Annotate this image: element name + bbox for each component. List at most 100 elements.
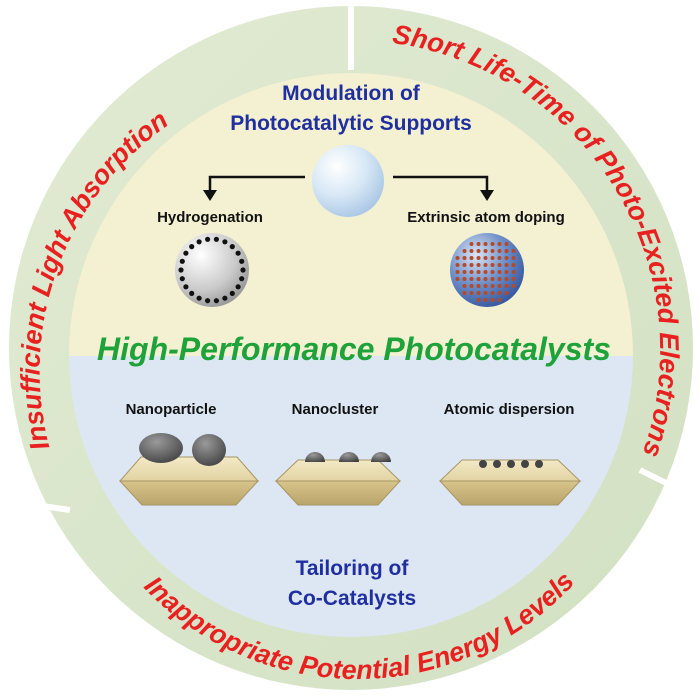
dopant-dot xyxy=(511,270,516,274)
arrow-right-head xyxy=(480,190,494,201)
dopant-dot xyxy=(490,298,495,302)
defect-dot xyxy=(229,290,235,296)
dopant-dot xyxy=(497,284,502,288)
dopant-dot xyxy=(511,284,516,288)
defect-dot xyxy=(239,258,245,264)
dopant-dot xyxy=(462,256,467,260)
dopant-dot xyxy=(504,256,509,260)
dopant-dot xyxy=(469,291,474,295)
supports-title-line2: Photocatalytic Supports xyxy=(230,112,472,135)
nanocluster-2 xyxy=(339,452,359,462)
dopant-dot xyxy=(476,277,481,281)
defect-dot xyxy=(189,244,195,250)
dopant-dot xyxy=(483,249,488,253)
center-title: High-Performance Photocatalysts xyxy=(97,331,611,367)
dopant-dot xyxy=(476,270,481,274)
doping-label: Extrinsic atom doping xyxy=(407,209,565,226)
dopant-dot xyxy=(504,277,509,281)
dopant-dot xyxy=(511,256,516,260)
support-slab-atomic xyxy=(438,459,582,506)
dopant-dot xyxy=(469,284,474,288)
dopant-dot xyxy=(469,277,474,281)
dopant-dot xyxy=(483,256,488,260)
dopant-dot xyxy=(476,249,481,253)
dopant-dot xyxy=(462,277,467,281)
dopant-dot xyxy=(504,249,509,253)
arrow-right xyxy=(393,175,489,192)
defect-dot xyxy=(179,276,185,282)
dopant-dot xyxy=(476,284,481,288)
support-slab-nanocluster xyxy=(274,452,402,506)
dopant-dot xyxy=(462,249,467,253)
dopant-dot xyxy=(504,270,509,274)
dopant-dot xyxy=(483,242,488,246)
defect-dot xyxy=(213,298,219,304)
ring-divider-left xyxy=(0,497,71,513)
nanocluster-1 xyxy=(305,452,325,462)
surface-defect-dots xyxy=(178,236,246,304)
dopant-dot xyxy=(476,256,481,260)
nanocluster-label: Nanocluster xyxy=(292,401,379,418)
defect-dot xyxy=(240,267,246,273)
arrow-left-head xyxy=(203,190,217,201)
nanocluster-3 xyxy=(371,452,391,462)
dopant-dot xyxy=(490,249,495,253)
defect-dot xyxy=(178,267,184,273)
dopant-dot xyxy=(455,263,460,267)
defect-dot xyxy=(179,258,185,264)
defect-dot xyxy=(196,295,202,301)
dopant-dot xyxy=(504,291,509,295)
dopant-dot xyxy=(483,277,488,281)
dopant-dot xyxy=(497,263,502,267)
dopant-dot xyxy=(504,284,509,288)
nanoparticle-2 xyxy=(192,434,226,466)
defect-dot xyxy=(189,290,195,296)
dopant-dot xyxy=(490,263,495,267)
ring-divider-right xyxy=(638,467,700,503)
dopant-dot xyxy=(497,256,502,260)
dopant-dot xyxy=(455,277,460,281)
defect-dot xyxy=(222,239,228,245)
single-atoms xyxy=(479,460,543,468)
defect-dot xyxy=(213,236,219,242)
dopant-dot xyxy=(469,270,474,274)
dopant-dot xyxy=(490,284,495,288)
dopant-dot xyxy=(497,270,502,274)
defect-dot xyxy=(196,239,202,245)
support-slab-nanoparticle xyxy=(118,433,260,506)
defect-dot xyxy=(235,250,241,256)
dopant-dot xyxy=(490,242,495,246)
dopant-dot xyxy=(483,270,488,274)
dopant-dot xyxy=(476,242,481,246)
dopant-dot xyxy=(511,277,516,281)
dopant-dot xyxy=(490,256,495,260)
defect-dot xyxy=(205,298,211,304)
dopant-dot xyxy=(483,263,488,267)
defect-dot xyxy=(239,276,245,282)
defect-dot xyxy=(235,284,241,290)
supports-title-line1: Modulation of xyxy=(282,82,421,105)
dopant-dot xyxy=(469,263,474,267)
pristine-support-sphere xyxy=(312,145,384,217)
cocatalysts-title-line2: Co-Catalysts xyxy=(288,587,416,610)
dopant-dot xyxy=(469,249,474,253)
dopant-dot xyxy=(462,263,467,267)
dopant-dot xyxy=(497,277,502,281)
dopant-dot xyxy=(497,298,502,302)
dopant-dot xyxy=(483,291,488,295)
dopant-dot xyxy=(455,256,460,260)
dopant-dot xyxy=(476,291,481,295)
dopant-dot xyxy=(455,270,460,274)
defect-dot xyxy=(229,244,235,250)
defect-dot xyxy=(205,236,211,242)
dopant-dot xyxy=(490,291,495,295)
defect-dot xyxy=(222,295,228,301)
dopant-dot xyxy=(483,298,488,302)
dopant-dot xyxy=(462,270,467,274)
dopant-dot xyxy=(483,284,488,288)
dopant-dot xyxy=(497,242,502,246)
hydrogenation-label: Hydrogenation xyxy=(157,209,263,226)
nanoparticle-1 xyxy=(139,433,183,463)
dopant-dot xyxy=(511,263,516,267)
